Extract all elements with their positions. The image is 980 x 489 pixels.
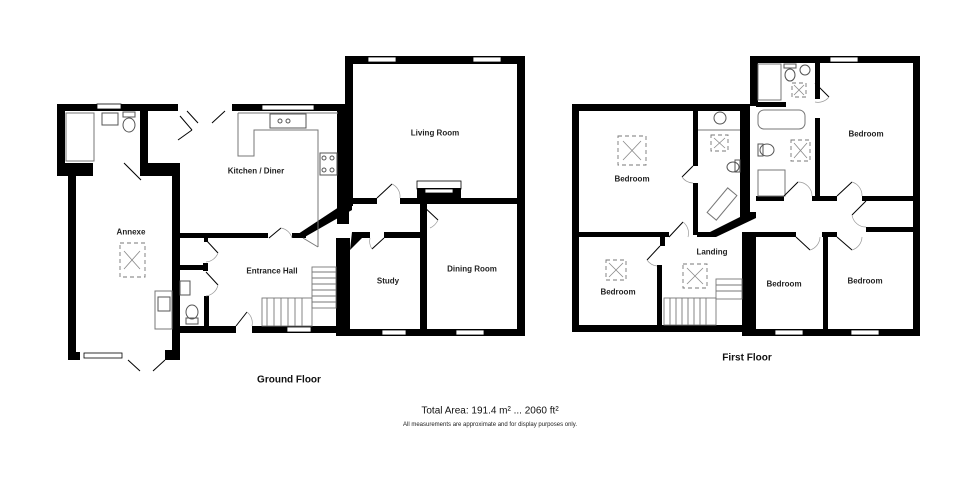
total-area: Total Area: 191.4 m² ... 2060 ft² — [421, 405, 559, 417]
room-label-entrance-hall: Entrance Hall — [246, 266, 298, 276]
room-label-bedroom-1: Bedroom — [614, 174, 650, 184]
first-floor-plan — [572, 56, 920, 336]
room-label-kitchen-diner: Kitchen / Diner — [227, 166, 285, 176]
disclaimer: All measurements are approximate and for… — [403, 422, 577, 428]
ground-floor-plan — [57, 56, 525, 372]
room-label-landing: Landing — [696, 247, 728, 257]
room-label-bedroom-2: Bedroom — [848, 129, 884, 139]
room-label-study: Study — [376, 276, 400, 286]
room-label-bedroom-4: Bedroom — [766, 279, 802, 289]
room-label-dining-room: Dining Room — [447, 264, 497, 274]
room-label-bedroom-5: Bedroom — [847, 276, 883, 286]
room-label-living-room: Living Room — [410, 128, 460, 138]
room-label-annexe: Annexe — [116, 227, 146, 237]
first-floor-title: First Floor — [722, 352, 772, 364]
room-label-bedroom-3: Bedroom — [600, 287, 636, 297]
ground-floor-title: Ground Floor — [257, 374, 321, 386]
